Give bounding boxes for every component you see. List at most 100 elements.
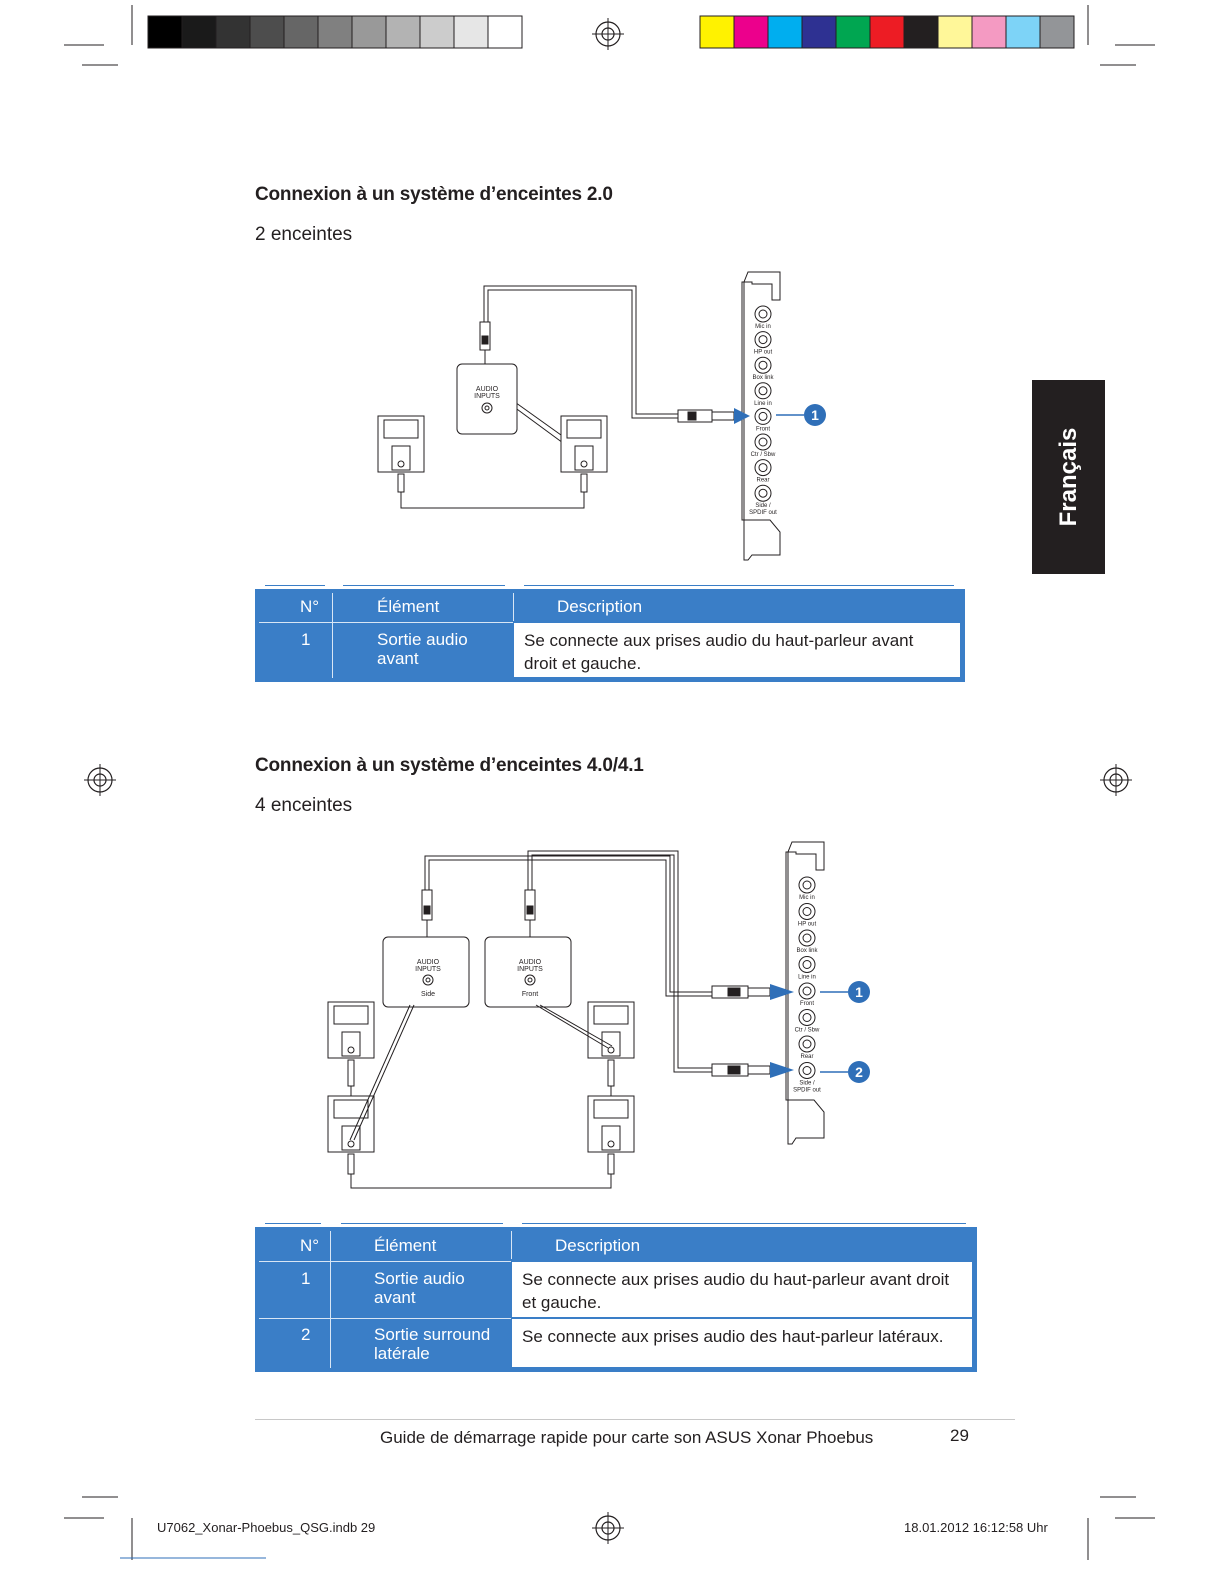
language-tab: Français [1032,380,1105,574]
calibration-swatch [317,15,353,49]
table2-header-description: Description [555,1236,641,1255]
calibration-swatch [351,15,387,49]
table2-row2-description: Se connecte aux prises audio des haut-pa… [512,1319,972,1367]
calibration-swatch [835,15,871,49]
port-label: Front [800,1001,814,1007]
audio-jack-inner-icon [802,907,812,916]
calibration-swatch [801,15,837,49]
audio-jack-icon [798,1009,816,1026]
callout-1-sec1: 1 [811,407,819,423]
table2-row1-element-2: avant [374,1288,416,1307]
calibration-swatch [215,15,251,49]
audio-jack-inner-icon [758,488,768,498]
registration-mark-left-icon [84,764,116,796]
calibration-swatch [937,15,973,49]
box1-label-b: INPUTS [415,966,441,973]
audio-jack-inner-icon [758,386,768,396]
audio-jack-icon [754,331,772,349]
gray-calibration-bar [147,15,523,49]
calibration-swatch [147,15,183,49]
audio-jack-inner-icon [802,1066,812,1075]
box2-sub-label: Front [522,991,538,998]
calibration-swatch [1005,15,1041,49]
port-label: Line in [754,401,772,407]
language-tab-label: Français [1054,427,1082,527]
registration-mark-icon [592,18,624,50]
port-label: Mic in [755,324,771,330]
port-label: Rear [800,1054,813,1060]
audio-jack-icon [798,956,816,973]
calibration-swatch [699,15,735,49]
box-label-1b: INPUTS [474,393,500,400]
audio-jack-inner-icon [758,309,768,319]
audio-jack-icon [798,982,816,1000]
box1-label-a: AUDIO [417,959,440,966]
audio-jack-inner-icon [758,437,768,447]
port-label: Box link [796,948,818,954]
audio-jack-inner-icon [802,933,812,943]
audio-jack-icon [798,1062,816,1079]
table-2: N° Élément Description 1 Sortie audio av… [255,1227,977,1372]
calibration-swatch [181,15,217,49]
table1-row1-num: 1 [301,630,311,649]
port-label: Front [756,426,770,432]
slug-date: 18.01.2012 16:12:58 Uhr [904,1520,1048,1535]
table-1: N° Élément Description 1 Sortie audio av… [255,589,965,682]
port-label: Line in [798,975,816,981]
port-label: HP out [754,350,773,356]
table2-header-element: Élément [374,1236,437,1255]
audio-jack-inner-icon [758,335,768,345]
audio-jack-inner-icon [758,463,768,473]
audio-jack-inner-icon [802,986,812,996]
port-label: Mic in [799,895,815,901]
audio-jack-icon [754,356,772,374]
calibration-swatch [971,15,1007,49]
audio-jack-icon [754,484,772,502]
box2-label-a: AUDIO [519,959,542,966]
port-label: Side / [755,503,771,509]
audio-jack-inner-icon [802,1013,812,1022]
audio-jack-inner-icon [802,1039,812,1049]
box2-label-b: INPUTS [517,966,543,973]
box-label-1a: AUDIO [476,386,499,393]
audio-jack-inner-icon [802,880,812,890]
calibration-swatch [733,15,769,49]
color-calibration-bar [699,15,1075,49]
port-label: Box link [752,375,774,381]
calibration-swatch [767,15,803,49]
port-label: SPDIF out [749,510,777,516]
section1-subtitle: 2 enceintes [255,224,353,245]
section2-title: Connexion à un système d’enceintes 4.0/4… [255,755,644,776]
table2-row1-num: 1 [301,1269,311,1288]
audio-jack-inner-icon [758,411,768,421]
callout-2-sec2: 2 [855,1064,863,1080]
page-number: 29 [950,1426,969,1445]
audio-jack-icon [754,407,772,425]
section1-title: Connexion à un système d’enceintes 2.0 [255,184,613,205]
calibration-swatch [249,15,285,49]
audio-jack-icon [754,433,772,451]
calibration-swatch [487,15,523,49]
print-marks-top [64,5,1155,66]
table2-row2-element-1: Sortie surround [374,1325,491,1344]
calibration-swatch [283,15,319,49]
print-marks-bottom [64,1496,1155,1560]
audio-jack-icon [798,1035,816,1053]
audio-jack-icon [798,876,816,894]
calibration-swatch [1039,15,1075,49]
audio-jack-icon [754,459,772,477]
table1-header-element: Élément [377,597,440,616]
registration-mark-right-icon [1100,764,1132,796]
calibration-swatch [453,15,489,49]
port-label: HP out [798,922,817,928]
footer-rule [255,1419,1015,1420]
table2-row2-num: 2 [301,1325,311,1344]
slug-filename: U7062_Xonar-Phoebus_QSG.indb 29 [157,1520,376,1535]
table1-header-description: Description [557,597,643,616]
port-label: Side / [799,1081,815,1087]
audio-jack-icon [798,903,816,920]
calibration-swatch [419,15,455,49]
